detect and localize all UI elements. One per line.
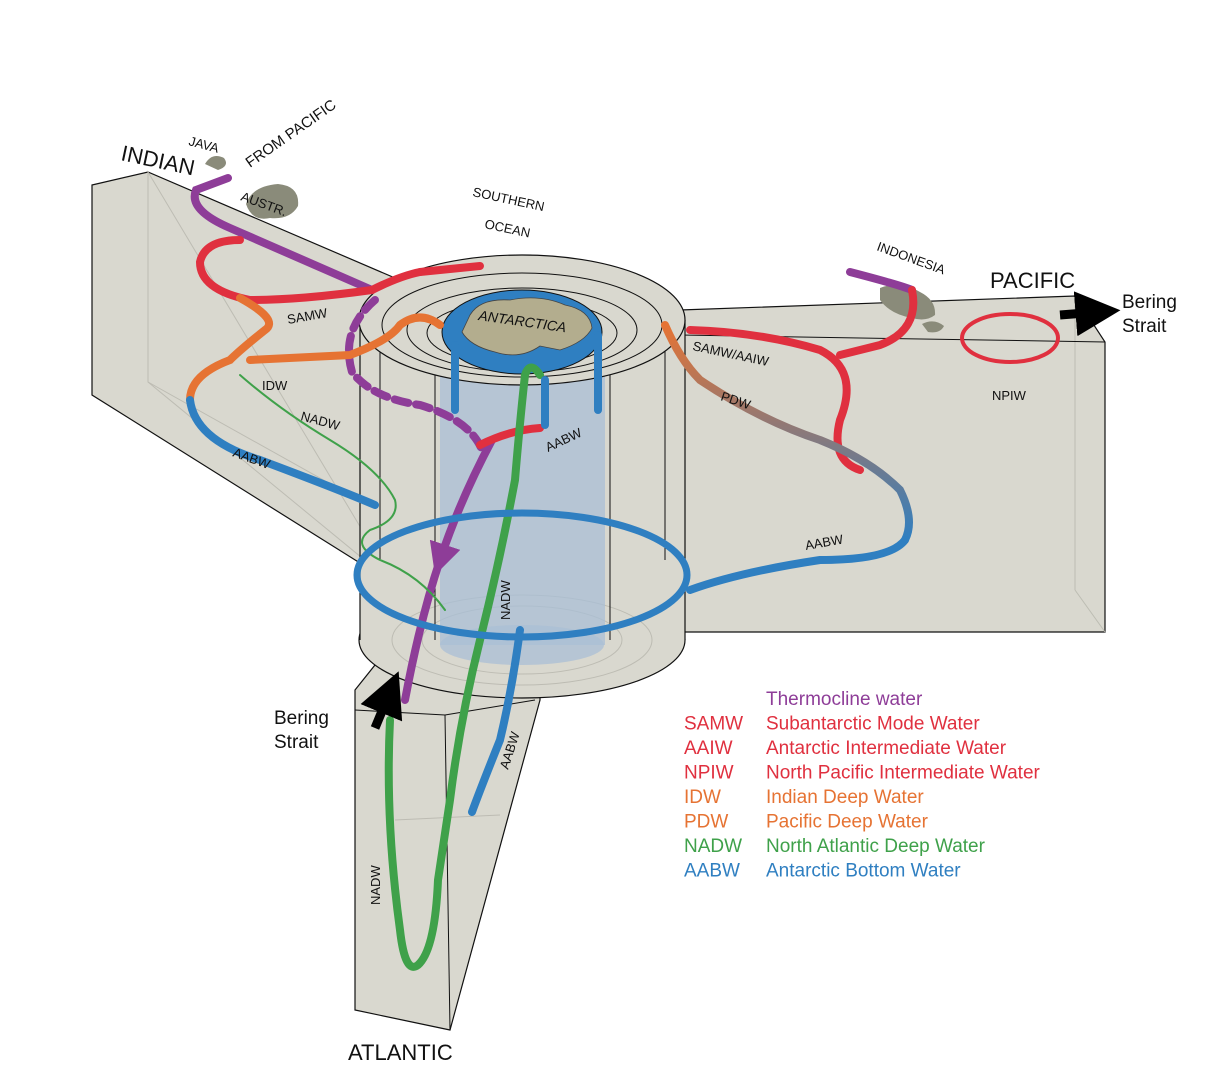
- bering-atlantic-label-2: Strait: [274, 732, 319, 753]
- nadw-atlantic-label: NADW: [368, 865, 383, 905]
- java-label: JAVA: [187, 133, 221, 155]
- legend-abbr: AABW: [684, 861, 740, 882]
- bering-pacific-label-1: Bering: [1122, 292, 1177, 313]
- legend-abbr: IDW: [684, 787, 721, 808]
- legend-name: Antarctic Bottom Water: [766, 861, 961, 882]
- legend-abbr: NPIW: [684, 763, 734, 784]
- southern-ocean-label-2: OCEAN: [483, 216, 531, 240]
- legend-abbr: AAIW: [684, 738, 733, 759]
- npiw-label: NPIW: [992, 388, 1027, 403]
- atlantic-label: ATLANTIC: [348, 1040, 453, 1065]
- bering-atlantic-label-1: Bering: [274, 708, 329, 729]
- legend-name: Antarctic Intermediate Water: [766, 738, 1007, 759]
- southern-ocean-cylinder: [358, 254, 686, 699]
- java-land: [205, 156, 226, 170]
- australia-land: [246, 184, 299, 219]
- nadw-center-label: NADW: [498, 580, 513, 620]
- southern-ocean-label-1: SOUTHERN: [471, 184, 545, 214]
- legend-name: North Pacific Intermediate Water: [766, 763, 1041, 784]
- from-pacific-label: FROM PACIFIC: [243, 96, 340, 171]
- legend-name: Thermocline water: [766, 689, 923, 710]
- bering-arrows: [360, 291, 1121, 730]
- aabw-flow: [186, 331, 909, 816]
- indonesia-land: [880, 284, 936, 320]
- legend-name: Indian Deep Water: [766, 787, 924, 808]
- nadw-flow: [239, 363, 544, 971]
- legend-name: Pacific Deep Water: [766, 812, 929, 833]
- bering-pacific-label-2: Strait: [1122, 316, 1167, 337]
- land-masses: [205, 156, 944, 333]
- antarctica: [441, 289, 603, 375]
- pacific-basin: [679, 295, 1106, 633]
- deep-flow: [186, 294, 913, 544]
- legend-name: Subantarctic Mode Water: [766, 714, 980, 735]
- legend-abbr: PDW: [684, 812, 728, 833]
- pacific-label: PACIFIC: [990, 268, 1075, 293]
- idw-label: IDW: [262, 378, 288, 393]
- indian-label: INDIAN: [119, 140, 197, 180]
- indonesia-label: INDONESIA: [875, 239, 948, 278]
- legend-name: North Atlantic Deep Water: [766, 836, 986, 857]
- legend-abbr: NADW: [684, 836, 742, 857]
- legend-abbr: SAMW: [684, 714, 743, 735]
- aabw-pacific-label: AABW: [804, 531, 845, 553]
- samw-indian-label: SAMW: [286, 305, 329, 327]
